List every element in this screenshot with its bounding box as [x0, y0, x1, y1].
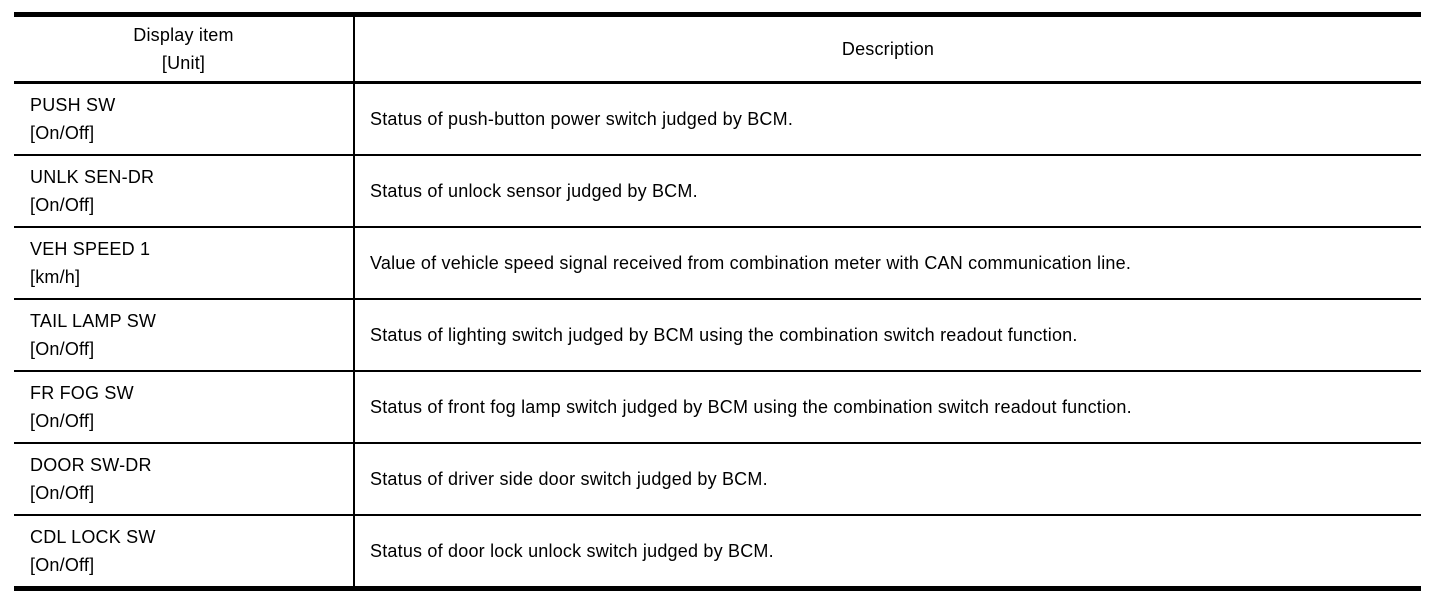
display-item-cell: CDL LOCK SW [On/Off]	[14, 516, 355, 586]
table-body: PUSH SW [On/Off] Status of push-button p…	[14, 84, 1421, 586]
display-item-cell: VEH SPEED 1 [km/h]	[14, 228, 355, 298]
description-cell: Status of push-button power switch judge…	[355, 84, 1421, 154]
description-cell: Status of front fog lamp switch judged b…	[355, 372, 1421, 442]
description-text: Status of lighting switch judged by BCM …	[370, 325, 1078, 345]
table-row: FR FOG SW [On/Off] Status of front fog l…	[14, 372, 1421, 444]
description-cell: Status of lighting switch judged by BCM …	[355, 300, 1421, 370]
display-item-cell: PUSH SW [On/Off]	[14, 84, 355, 154]
header-display-item-label: Display item	[133, 25, 234, 45]
description-cell: Status of door lock unlock switch judged…	[355, 516, 1421, 586]
table-row: TAIL LAMP SW [On/Off] Status of lighting…	[14, 300, 1421, 372]
table-row: UNLK SEN-DR [On/Off] Status of unlock se…	[14, 156, 1421, 228]
description-text: Status of driver side door switch judged…	[370, 469, 768, 489]
display-item-name: TAIL LAMP SW	[30, 311, 157, 331]
display-item-table: Display item [Unit] Description PUSH SW …	[14, 12, 1421, 591]
display-item-name: VEH SPEED 1	[30, 239, 151, 259]
display-item-unit: [On/Off]	[30, 195, 95, 215]
table-row: VEH SPEED 1 [km/h] Value of vehicle spee…	[14, 228, 1421, 300]
display-item-cell: UNLK SEN-DR [On/Off]	[14, 156, 355, 226]
display-item-unit: [On/Off]	[30, 483, 95, 503]
header-display-item-cell: Display item [Unit]	[14, 17, 355, 81]
description-cell: Status of driver side door switch judged…	[355, 444, 1421, 514]
description-cell: Value of vehicle speed signal received f…	[355, 228, 1421, 298]
display-item-unit: [On/Off]	[30, 411, 95, 431]
display-item-cell: FR FOG SW [On/Off]	[14, 372, 355, 442]
display-item-unit: [km/h]	[30, 267, 81, 287]
table-row: DOOR SW-DR [On/Off] Status of driver sid…	[14, 444, 1421, 516]
description-text: Status of front fog lamp switch judged b…	[370, 397, 1132, 417]
table-header-row: Display item [Unit] Description	[14, 17, 1421, 84]
display-item-unit: [On/Off]	[30, 339, 95, 359]
table-row: PUSH SW [On/Off] Status of push-button p…	[14, 84, 1421, 156]
display-item-name: DOOR SW-DR	[30, 455, 152, 475]
description-text: Status of unlock sensor judged by BCM.	[370, 181, 698, 201]
header-unit-label: [Unit]	[161, 53, 206, 73]
description-text: Status of push-button power switch judge…	[370, 109, 794, 129]
header-description-label: Description	[841, 39, 935, 59]
header-description-cell: Description	[355, 17, 1421, 81]
description-text: Value of vehicle speed signal received f…	[370, 253, 1132, 273]
description-cell: Status of unlock sensor judged by BCM.	[355, 156, 1421, 226]
display-item-unit: [On/Off]	[30, 123, 95, 143]
table-row: CDL LOCK SW [On/Off] Status of door lock…	[14, 516, 1421, 586]
description-text: Status of door lock unlock switch judged…	[370, 541, 774, 561]
display-item-unit: [On/Off]	[30, 555, 95, 575]
display-item-name: CDL LOCK SW	[30, 527, 156, 547]
display-item-cell: TAIL LAMP SW [On/Off]	[14, 300, 355, 370]
display-item-cell: DOOR SW-DR [On/Off]	[14, 444, 355, 514]
display-item-name: FR FOG SW	[30, 383, 134, 403]
display-item-name: UNLK SEN-DR	[30, 167, 155, 187]
display-item-name: PUSH SW	[30, 95, 116, 115]
